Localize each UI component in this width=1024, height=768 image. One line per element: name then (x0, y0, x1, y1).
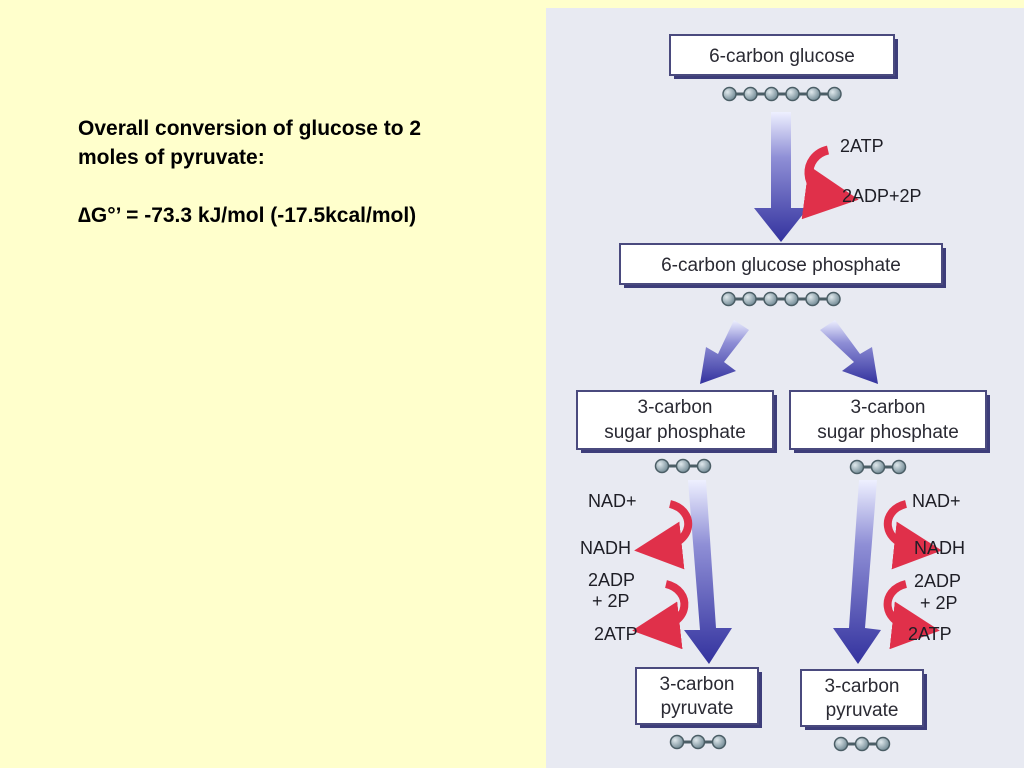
delta-symbol: ∆ (78, 204, 91, 227)
glycolysis-diagram: 6-carbon glucose 2ATP 2ADP+2P 6-carbon g… (576, 34, 990, 752)
carbon-atom (654, 458, 670, 474)
pyruvate-right-line2: pyruvate (826, 700, 899, 721)
split-arrow-right (820, 320, 878, 384)
pyruvate-box-right: 3-carbon pyruvate (800, 669, 927, 730)
nad-right-label: NAD+ (912, 491, 961, 511)
delta-g-equation: ∆G°’ = -73.3 kJ/mol (-17.5kcal/mol) (78, 201, 518, 230)
pyruvate-box-left: 3-carbon pyruvate (635, 667, 762, 728)
carbon-atom (875, 736, 891, 752)
pyruvate-right-carbon-chain (833, 736, 891, 752)
atp-curved-arrow (801, 145, 859, 220)
adp-in-left-line2: + 2P (592, 591, 630, 611)
carbon-atom (669, 734, 685, 750)
heading-line-2: moles of pyruvate: (78, 146, 265, 169)
nad-curved-arrow-left (634, 500, 692, 570)
carbon-atom (721, 291, 736, 307)
carbon-atom (805, 291, 820, 307)
carbon-atom (742, 291, 757, 307)
pyruvate-left-line1: 3-carbon (660, 674, 735, 695)
glycolysis-diagram-panel: 6-carbon glucose 2ATP 2ADP+2P 6-carbon g… (546, 8, 1024, 768)
glucose-phosphate-label: 6-carbon glucose phosphate (661, 255, 901, 276)
pyruvate-left-carbon-chain (669, 734, 727, 750)
glucose-box: 6-carbon glucose (669, 34, 898, 79)
nad-curved-arrow-right (884, 500, 942, 570)
atp-curved-arrow-left (632, 580, 689, 650)
sugar-phosphate-right-line2: sugar phosphate (817, 422, 959, 443)
glucose-carbon-chain (722, 86, 842, 102)
sugar-phosphate-box-left: 3-carbon sugar phosphate (576, 390, 777, 453)
glucose-label: 6-carbon glucose (709, 46, 855, 67)
atp-out-right-label: 2ATP (908, 624, 952, 644)
carbon-atom (870, 459, 886, 475)
atp-curved-arrow-right (883, 580, 940, 650)
carbon-atom (826, 291, 841, 307)
pyruvate-left-line2: pyruvate (661, 698, 734, 719)
sugar-phosphate-left-carbon-chain (654, 458, 712, 474)
slide-text: Overall conversion of glucose to 2 moles… (78, 114, 518, 230)
carbon-atom (891, 459, 907, 475)
sugar-phosphate-right-line1: 3-carbon (851, 397, 926, 418)
atp-in-label: 2ATP (840, 136, 884, 156)
carbon-atom (854, 736, 870, 752)
adp-in-right-line1: 2ADP (914, 571, 961, 591)
sugar-phosphate-box-right: 3-carbon sugar phosphate (789, 390, 990, 453)
adp-out-label: 2ADP+2P (842, 186, 922, 206)
carbon-atom (696, 458, 712, 474)
carbon-atom (743, 86, 758, 102)
flow-arrow-glucose-to-phosphate (754, 112, 808, 242)
carbon-atom (827, 86, 842, 102)
carbon-atom (690, 734, 706, 750)
flow-arrow-right-to-pyruvate (833, 480, 881, 664)
atp-out-left-label: 2ATP (594, 624, 638, 644)
glucose-phosphate-carbon-chain (721, 291, 841, 307)
adp-in-right-line2: + 2P (920, 593, 958, 613)
carbon-atom (806, 86, 821, 102)
nadh-right-label: NADH (914, 538, 965, 558)
sugar-phosphate-right-carbon-chain (849, 459, 907, 475)
carbon-atom (785, 86, 800, 102)
heading-line-1: Overall conversion of glucose to 2 (78, 117, 422, 140)
nadh-left-label: NADH (580, 538, 631, 558)
split-arrow-left (700, 320, 749, 384)
equation-text: G°’ = -73.3 kJ/mol (-17.5kcal/mol) (90, 204, 417, 227)
carbon-atom (764, 86, 779, 102)
carbon-atom (784, 291, 799, 307)
carbon-atom (722, 86, 737, 102)
carbon-atom (849, 459, 865, 475)
sugar-phosphate-left-line2: sugar phosphate (604, 422, 746, 443)
spacer (78, 172, 518, 201)
glucose-phosphate-box: 6-carbon glucose phosphate (619, 243, 946, 288)
nad-left-label: NAD+ (588, 491, 637, 511)
carbon-atom (833, 736, 849, 752)
adp-in-left-line1: 2ADP (588, 570, 635, 590)
flow-arrow-left-to-pyruvate (684, 480, 732, 664)
carbon-atom (675, 458, 691, 474)
pyruvate-right-line1: 3-carbon (825, 676, 900, 697)
sugar-phosphate-left-line1: 3-carbon (638, 397, 713, 418)
carbon-atom (763, 291, 778, 307)
carbon-atom (711, 734, 727, 750)
